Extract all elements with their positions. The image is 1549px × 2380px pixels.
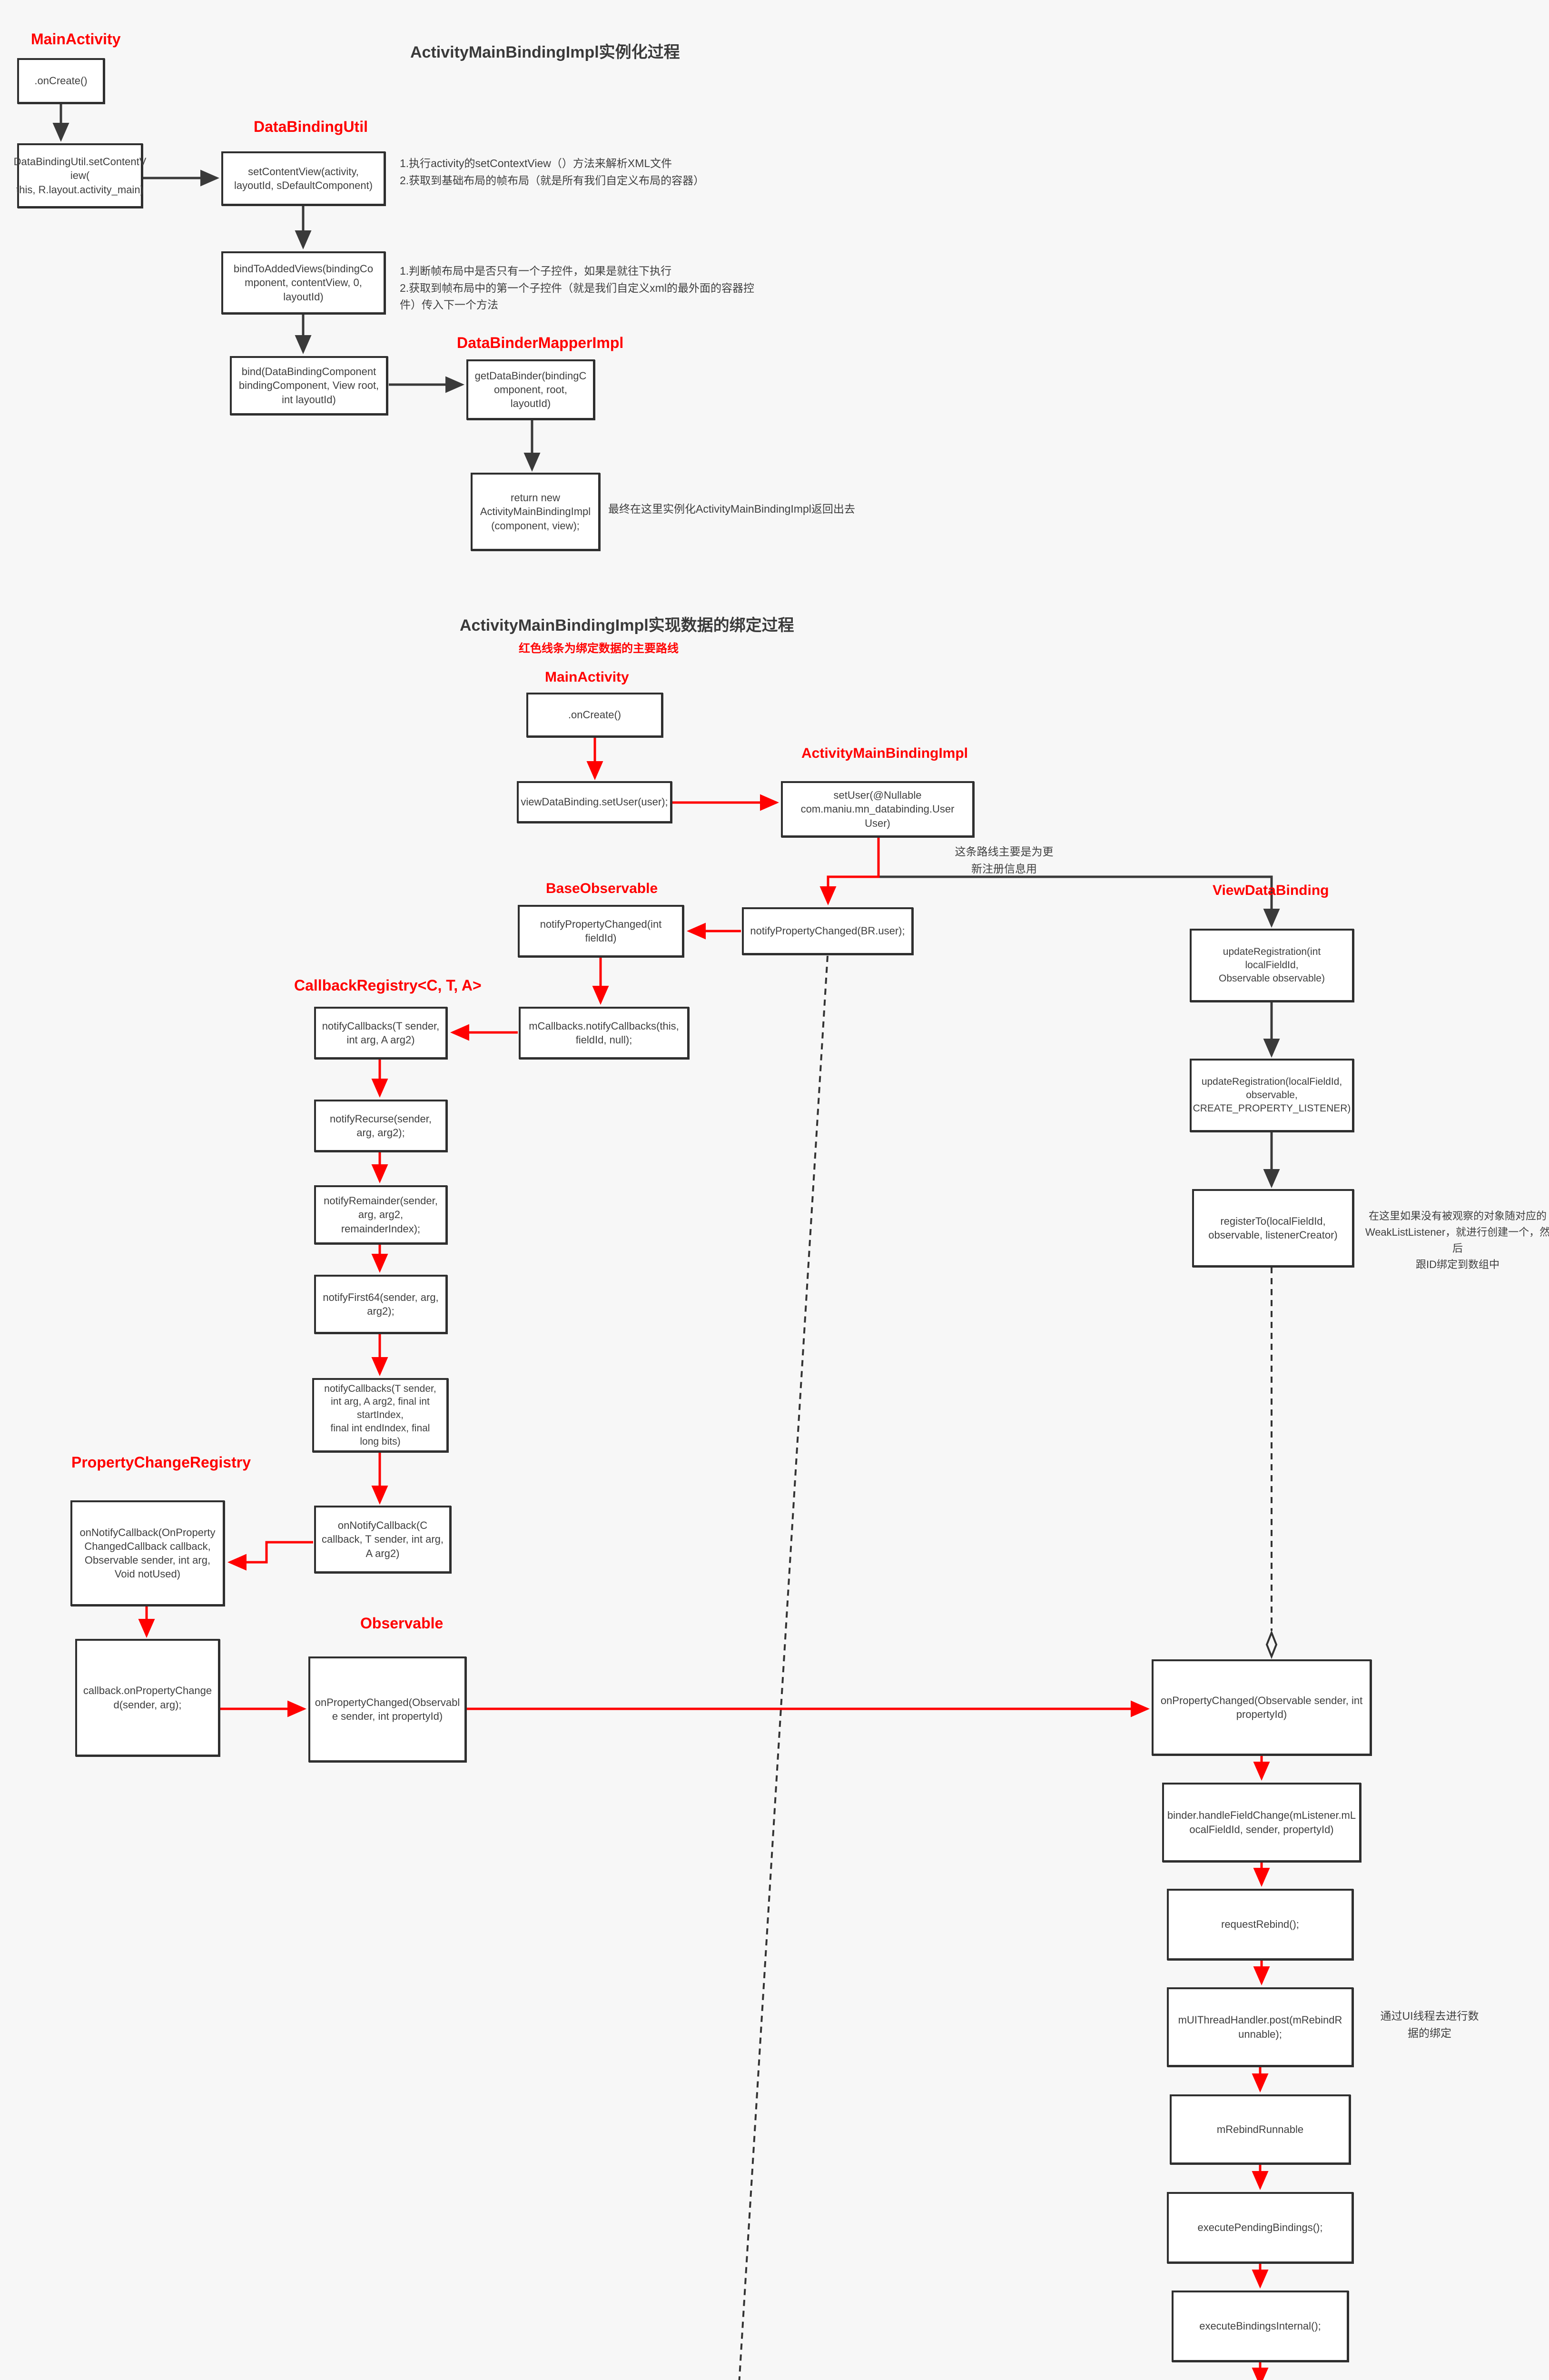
node-oncreate-2: .onCreate() [526, 693, 663, 737]
note-ui-thread: 通过UI线程去进行数 据的绑定 [1380, 2010, 1479, 2039]
note-register-to: 在这里如果没有被观察的对象随对应的 WeakListListener，就进行创建… [1365, 1210, 1549, 1271]
diamond-arrowheads [1265, 1630, 1278, 1659]
section2-subtitle: 红色线条为绑定数据的主要路线 [519, 642, 679, 655]
node-dbu-setcontentview: DataBindingUtil.setContentV iew( this, R… [14, 143, 146, 208]
label-callback-registry: CallbackRegistry<C, T, A> [294, 977, 482, 994]
label-observable: Observable [360, 1615, 444, 1632]
label-data-binding-util: DataBindingUtil [254, 118, 368, 135]
note-setuser-branch: 这条路线主要是为更 新注册信息用 [955, 845, 1054, 875]
node-setcontentview: setContentView(activity, layoutId, sDefa… [221, 151, 385, 206]
section1-title: ActivityMainBindingImpl实例化过程 [410, 43, 680, 61]
red-connectors [138, 737, 1270, 2380]
section2-title: ActivityMainBindingImpl实现数据的绑定过程 [460, 616, 794, 635]
dashed-connectors [738, 955, 1273, 2380]
label-data-binder-mapper-impl: DataBinderMapperImpl [457, 334, 624, 351]
label-main-activity-2: MainActivity [545, 669, 629, 685]
node-on-property-changed-mid: onPropertyChanged(Observabl e sender, in… [308, 1656, 466, 1762]
node-viewdatabinding-setuser: viewDataBinding.setUser(user); [517, 781, 672, 823]
node-notify-first64: notifyFirst64(sender, arg, arg2); [314, 1275, 447, 1334]
node-bind: bind(DataBindingComponent bindingCompone… [230, 356, 388, 415]
node-notify-callbacks-1: notifyCallbacks(T sender, int arg, A arg… [314, 1007, 447, 1059]
node-on-notify-callback-c: onNotifyCallback(C callback, T sender, i… [314, 1506, 451, 1573]
note-setcontentview: 1.执行activity的setContextView（）方法来解析XML文件 … [400, 157, 705, 187]
node-return-new-impl: return new ActivityMainBindingImpl (comp… [471, 473, 600, 551]
node-on-notify-callback-on: onNotifyCallback(OnProperty ChangedCallb… [70, 1500, 225, 1606]
node-update-registration-1: updateRegistration(int localFieldId, Obs… [1190, 929, 1354, 1002]
node-register-to: registerTo(localFieldId, observable, lis… [1192, 1189, 1354, 1267]
node-execute-bindings-internal: executeBindingsInternal(); [1172, 2291, 1349, 2362]
node-binder-handle-field-change: binder.handleFieldChange(mListener.mL oc… [1162, 1783, 1361, 1862]
node-get-data-binder: getDataBinder(bindingC omponent, root, l… [466, 359, 595, 420]
label-activity-main-binding-impl: ActivityMainBindingImpl [801, 745, 968, 761]
node-mcallbacks-notify: mCallbacks.notifyCallbacks(this, fieldId… [519, 1007, 689, 1059]
black-connectors [52, 104, 1280, 1188]
node-notify-callbacks-2: notifyCallbacks(T sender, int arg, A arg… [312, 1378, 448, 1452]
label-main-activity-1: MainActivity [31, 30, 121, 48]
node-mrebind-runnable: mRebindRunnable [1170, 2094, 1351, 2164]
node-on-property-changed-right: onPropertyChanged(Observable sender, int… [1152, 1659, 1371, 1755]
node-bind-to-added-views: bindToAddedViews(bindingCo mponent, cont… [221, 251, 385, 314]
node-execute-pending-bindings: executePendingBindings(); [1167, 2192, 1353, 2263]
node-setuser: setUser(@Nullable com.maniu.mn_databindi… [781, 781, 974, 837]
note-return-new: 最终在这里实例化ActivityMainBindingImpl返回出去 [608, 503, 855, 515]
label-base-observable: BaseObservable [546, 881, 658, 896]
node-notify-property-changed-int: notifyPropertyChanged(int fieldId) [518, 905, 684, 957]
node-oncreate-1: .onCreate() [17, 58, 105, 104]
note-bindtoaddedviews: 1.判断帧布局中是否只有一个子控件，如果是就往下执行 2.获取到帧布局中的第一个… [400, 265, 754, 311]
node-notify-remainder: notifyRemainder(sender, arg, arg2, remai… [314, 1185, 447, 1244]
node-callback-on-property-changed: callback.onPropertyChange d(sender, arg)… [75, 1639, 220, 1756]
node-notify-property-changed-br: notifyPropertyChanged(BR.user); [742, 907, 913, 955]
node-update-registration-2: updateRegistration(localFieldId, observa… [1190, 1059, 1354, 1132]
label-view-data-binding: ViewDataBinding [1213, 883, 1329, 898]
node-request-rebind: requestRebind(); [1167, 1889, 1353, 1960]
node-notify-recurse: notifyRecurse(sender, arg, arg2); [314, 1100, 447, 1152]
node-muithreadhandler-post: mUIThreadHandler.post(mRebindR unnable); [1167, 1987, 1353, 2067]
label-property-change-registry: PropertyChangeRegistry [71, 1454, 251, 1471]
